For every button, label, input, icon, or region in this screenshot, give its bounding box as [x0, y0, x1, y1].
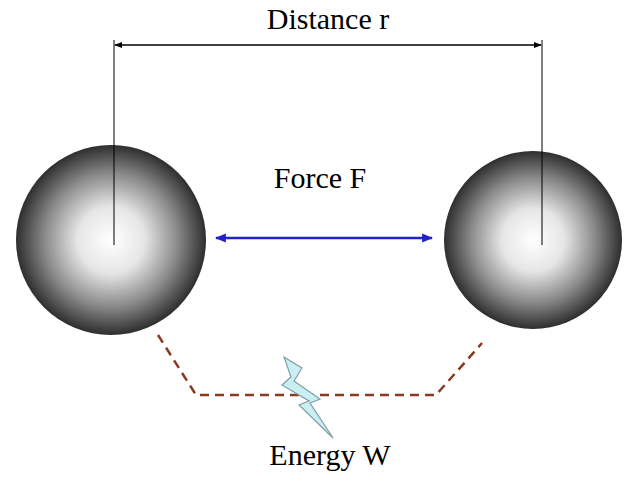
right-sphere	[444, 151, 622, 329]
center-line	[114, 40, 115, 245]
energy-label: Energy W	[269, 438, 390, 471]
energy-bond	[158, 335, 482, 395]
left-sphere	[16, 145, 206, 335]
lightning-bolt	[282, 357, 333, 438]
distance-label: Distance r	[267, 2, 389, 35]
distance-arrow	[115, 44, 541, 46]
center-line	[542, 40, 543, 245]
force-label: Force F	[274, 161, 367, 194]
force-arrow	[216, 237, 432, 240]
